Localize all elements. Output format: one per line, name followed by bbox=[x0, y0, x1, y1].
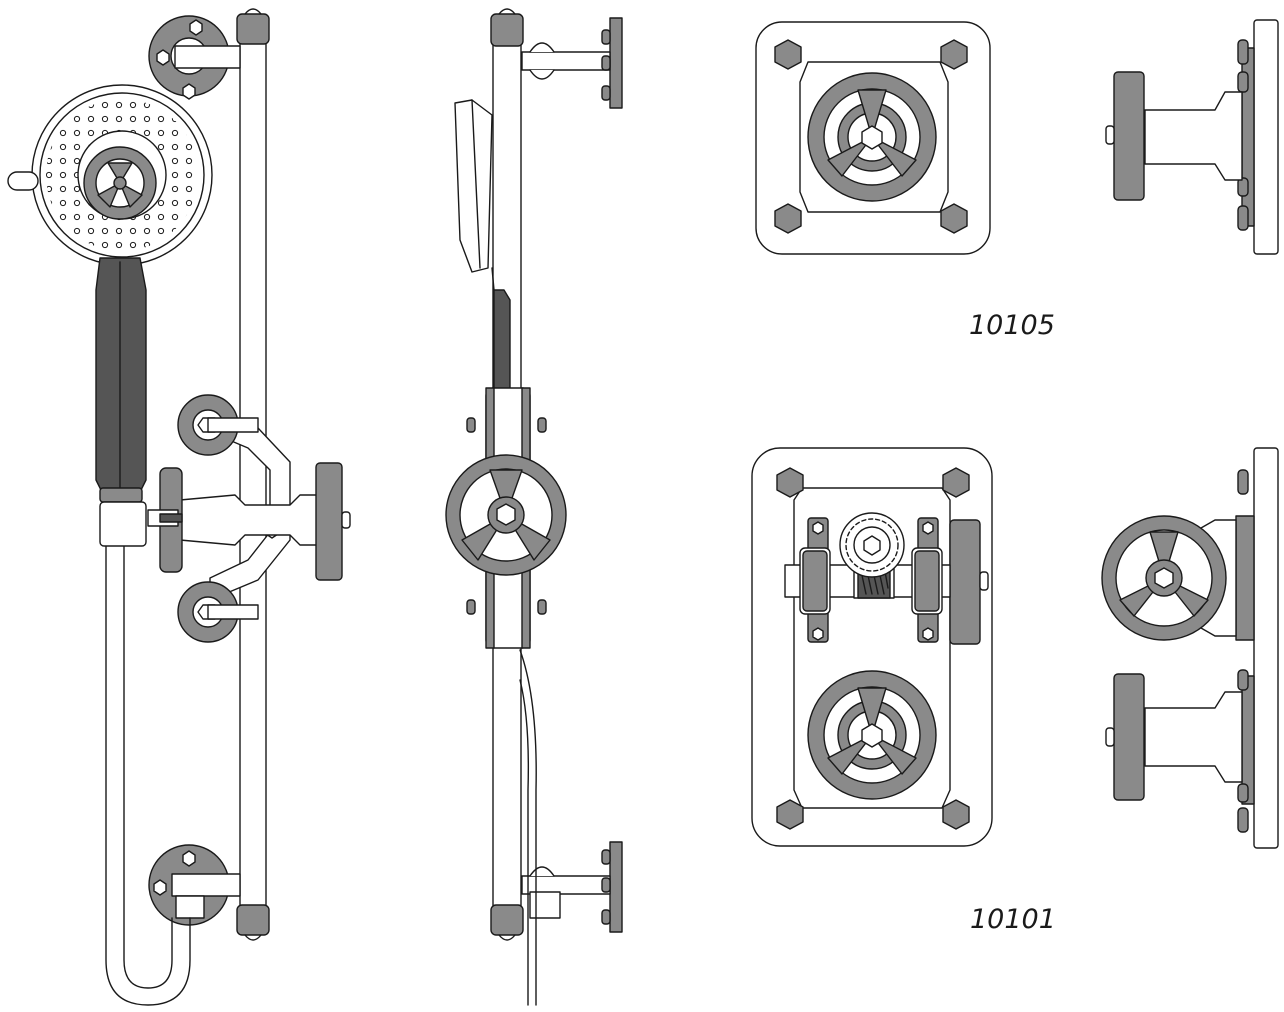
model-10101-side bbox=[1101, 447, 1279, 849]
hose-inner bbox=[123, 544, 173, 989]
hand-shower-head bbox=[7, 84, 213, 266]
gear-assembly bbox=[784, 512, 989, 645]
slide-bar bbox=[239, 39, 267, 916]
shower-handle bbox=[95, 257, 147, 493]
model-10105-front bbox=[755, 21, 991, 255]
bottom-wall-bracket bbox=[148, 844, 241, 926]
hose-outer bbox=[105, 544, 191, 1006]
side-top-mount-plate bbox=[609, 17, 623, 109]
bottom-end-cap bbox=[236, 904, 270, 936]
slider-holder bbox=[147, 394, 351, 643]
top-wall-bracket bbox=[148, 15, 241, 100]
front-view-shower-set bbox=[7, 8, 351, 1006]
side-bottom-mount-plate bbox=[609, 841, 623, 933]
top-end-cap bbox=[236, 13, 270, 45]
model-10105-side bbox=[1105, 19, 1279, 255]
hose-connector bbox=[99, 501, 147, 547]
model-10101-front bbox=[751, 447, 993, 847]
side-view-shower-set bbox=[445, 8, 623, 1006]
model-label-10105: 10105 bbox=[969, 310, 1055, 341]
model-label-10101: 10101 bbox=[970, 904, 1056, 935]
holder-end-knob bbox=[315, 462, 343, 581]
side-view-wheel-valve bbox=[445, 454, 567, 576]
